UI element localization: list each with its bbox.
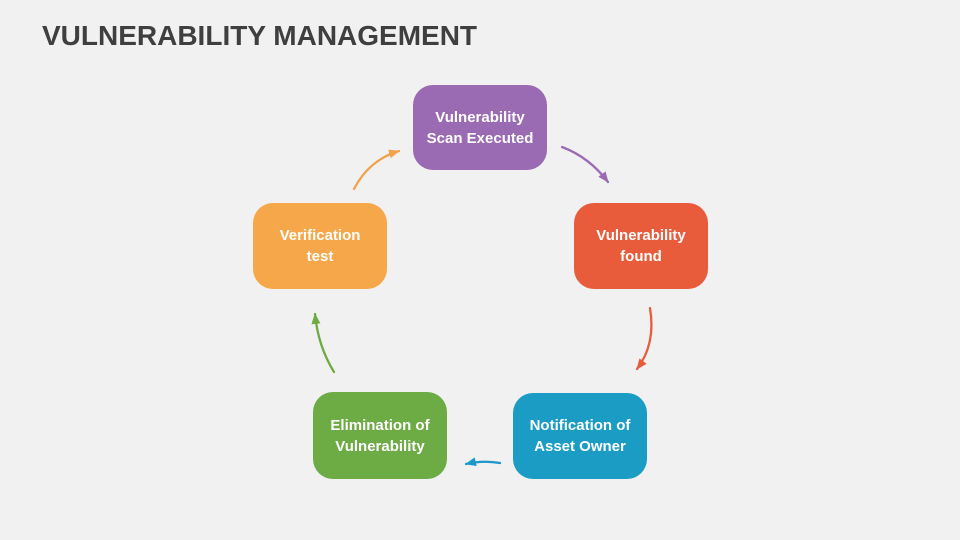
arrow-found-to-notification (635, 306, 653, 371)
arrow-scan-executed-to-found (560, 145, 610, 184)
node-verification-test: Verification test (253, 203, 387, 289)
node-label: Elimination of Vulnerability (330, 416, 430, 455)
arrow-notification-to-elimination (464, 457, 502, 467)
slide-title: VULNERABILITY MANAGEMENT (42, 20, 478, 51)
node-label: Vulnerability Scan Executed (426, 108, 534, 147)
node-elimination-of-vulnerability: Elimination of Vulnerability (313, 392, 447, 479)
node-vulnerability-scan-executed: Vulnerability Scan Executed (413, 85, 547, 170)
node-label: Notification of Asset Owner (529, 417, 631, 455)
node-label: Vulnerability found (596, 227, 686, 265)
arrow-elimination-to-verification (311, 312, 336, 374)
node-notification-of-asset-owner: Notification of Asset Owner (513, 393, 647, 479)
arrow-verification-to-scan-executed (352, 149, 401, 191)
node-vulnerability-found: Vulnerability found (574, 203, 708, 289)
node-label: Verification test (279, 227, 361, 265)
